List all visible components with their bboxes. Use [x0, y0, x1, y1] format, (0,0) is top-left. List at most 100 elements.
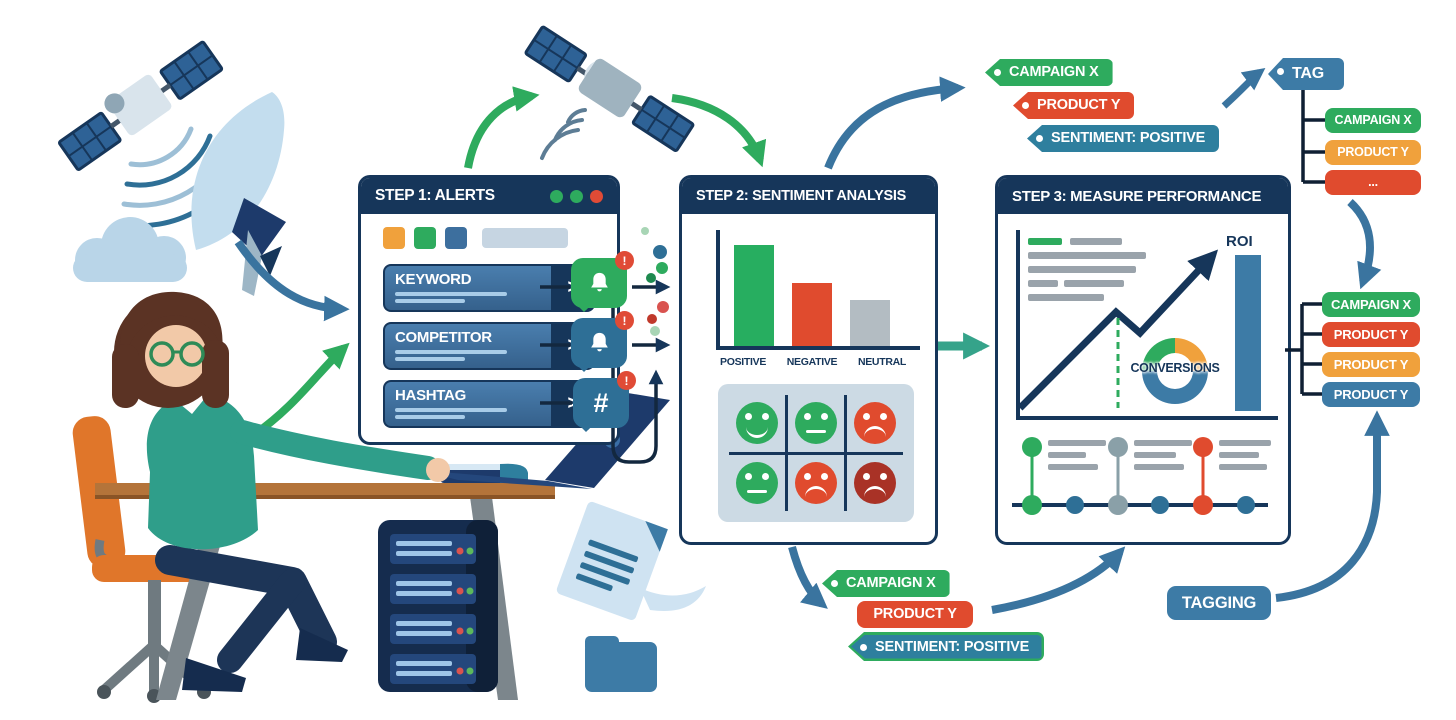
toolbar-square — [383, 227, 405, 249]
roi-bar — [1235, 255, 1261, 411]
label-positive: POSITIVE — [720, 356, 767, 368]
text-line — [395, 357, 465, 361]
folder-icon — [585, 636, 657, 692]
arrow-step2-to-tags-top — [824, 76, 966, 170]
bell-icon — [590, 332, 608, 351]
bar-positive — [734, 245, 774, 346]
arrow-dish-to-step1 — [234, 239, 350, 322]
text-line — [395, 299, 465, 303]
list-chip-campaign-x: CAMPAIGN X — [1322, 292, 1420, 317]
paper-curl-icon — [640, 586, 706, 611]
step3-title: STEP 3: MEASURE PERFORMANCE — [1012, 187, 1262, 205]
conversions-label: CONVERSIONS — [1130, 361, 1220, 375]
bar-negative — [792, 283, 832, 346]
desk-edge — [95, 495, 555, 499]
alert-badge: ! — [615, 311, 634, 330]
toolbar-square — [414, 227, 436, 249]
satellite-dish-icon — [191, 92, 286, 296]
notification-bubble-hashtag: # ! — [573, 371, 636, 432]
chair-illustration — [72, 416, 224, 703]
data-dots — [641, 227, 669, 336]
emoji-face-neutral — [788, 395, 844, 452]
alert-row-competitor[interactable]: COMPETITOR > — [383, 322, 595, 370]
bubble-tail — [578, 362, 594, 378]
bubble-tail — [580, 422, 596, 438]
list-chip-product-y-orange: PRODUCT Y — [1322, 352, 1420, 377]
tree-lines — [1301, 90, 1325, 184]
step1-header: STEP 1: ALERTS — [361, 178, 617, 214]
arrow-tags-top-to-tag-node — [1221, 67, 1266, 109]
tag-product-y-bottom: PRODUCT Y — [857, 601, 973, 628]
book-icon — [440, 463, 528, 483]
step1-title: STEP 1: ALERTS — [375, 187, 495, 204]
window-control-dots — [550, 189, 603, 203]
arrow-tagging-to-right-list — [1275, 410, 1390, 602]
bar-neutral — [850, 299, 890, 346]
step2-header: STEP 2: SENTIMENT ANALYSIS — [682, 178, 935, 214]
toolbar-placeholder-bar — [482, 228, 568, 248]
server-tower-icon — [378, 520, 498, 692]
step3-header: STEP 3: MEASURE PERFORMANCE — [998, 178, 1288, 214]
tag-campaign-x-bottom: CAMPAIGN X — [822, 570, 950, 597]
window-dot — [570, 189, 583, 203]
text-line — [395, 350, 507, 354]
notification-bubble-keyword: ! — [571, 251, 634, 312]
tag-campaign-x-top: CAMPAIGN X — [985, 59, 1113, 86]
signal-waves-icon — [117, 126, 251, 229]
notification-bubble-competitor: ! — [571, 311, 634, 372]
sentiment-bar-chart — [716, 230, 920, 350]
alert-row-keyword[interactable]: KEYWORD > — [383, 264, 595, 312]
emoji-face-sad — [847, 395, 903, 452]
alert-row-hashtag[interactable]: HASHTAG > — [383, 380, 595, 428]
arrow-step1-to-satellite — [464, 86, 540, 169]
step1-panel: STEP 1: ALERTS KEYWORD > COMPETITOR — [358, 175, 620, 445]
document-icon — [556, 501, 668, 620]
cloud-icon — [73, 217, 187, 282]
desk-top — [95, 483, 555, 498]
tag-product-y-top: PRODUCT Y — [1013, 92, 1135, 119]
tree-chip-more: ... — [1325, 170, 1421, 195]
toolbar-square — [445, 227, 467, 249]
window-dot — [590, 189, 603, 203]
tag-sentiment-positive-bottom-inner: SENTIMENT: POSITIVE — [851, 634, 1042, 659]
text-line — [395, 415, 465, 419]
emoji-face-sad — [847, 454, 903, 511]
step2-title: STEP 2: SENTIMENT ANALYSIS — [696, 188, 907, 204]
tag-sentiment-positive-bottom: SENTIMENT: POSITIVE — [848, 632, 1044, 661]
alert-badge: ! — [617, 371, 636, 390]
keyword-button[interactable]: KEYWORD — [383, 264, 551, 312]
tree-chip-product-y: PRODUCT Y — [1325, 140, 1421, 165]
arrow-tree-to-right-list — [1347, 199, 1382, 290]
bell-icon — [590, 272, 608, 291]
step1-toolbar — [383, 227, 617, 249]
satellite-icon-middle — [524, 25, 695, 153]
emoji-face-sad — [788, 454, 844, 511]
hashtag-button[interactable]: HASHTAG — [383, 380, 551, 428]
emoji-face-happy — [729, 395, 785, 452]
signal-waves-icon-middle — [540, 108, 587, 160]
emoji-grid — [729, 395, 903, 511]
window-dot — [550, 189, 563, 203]
desk-legs — [156, 497, 518, 700]
tag-sentiment-positive-top: SENTIMENT: POSITIVE — [1027, 125, 1220, 152]
label-neutral: NEUTRAL — [857, 356, 906, 368]
label-negative: NEGATIVE — [786, 356, 838, 368]
roi-label: ROI — [1226, 233, 1253, 250]
arrow-step2-to-tags-bottom — [788, 545, 828, 609]
competitor-button[interactable]: COMPETITOR — [383, 322, 551, 370]
satellite-icon — [58, 40, 224, 171]
arrow-woman-to-step1 — [249, 342, 350, 440]
tag-node: TAG — [1268, 58, 1344, 90]
list-chip-product-y-blue: PRODUCT Y — [1322, 382, 1420, 407]
step3-panel: STEP 3: MEASURE PERFORMANCE ROI CONVERSI… — [995, 175, 1291, 545]
hashtag-icon: # — [593, 387, 609, 418]
text-line — [395, 408, 507, 412]
bar-axis-labels: POSITIVE NEGATIVE NEUTRAL — [720, 356, 906, 368]
arrow-tags-bottom-up — [991, 546, 1126, 614]
hashtag-label: HASHTAG — [395, 387, 466, 404]
competitor-label: COMPETITOR — [395, 329, 492, 346]
list-chip-product-y-red: PRODUCT Y — [1322, 322, 1420, 347]
keyword-label: KEYWORD — [395, 271, 472, 288]
bubble-tail — [578, 302, 594, 318]
